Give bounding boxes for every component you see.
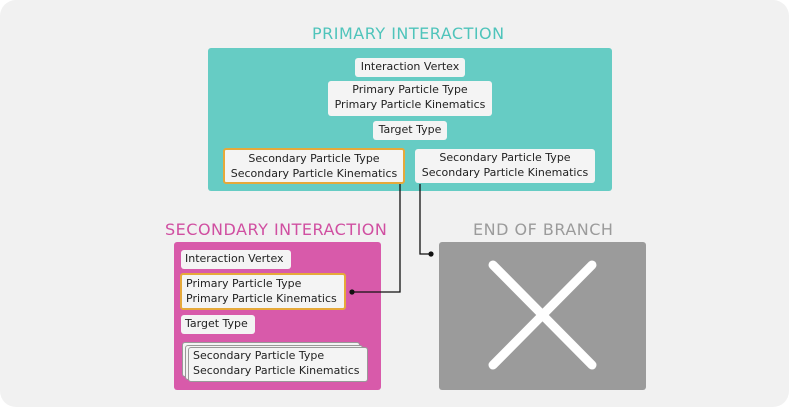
primary-particle-box: Primary Particle Type Primary Particle K…	[328, 81, 492, 116]
secondary-interaction-vertex-label: Interaction Vertex	[185, 252, 284, 265]
end-of-branch-title: END OF BRANCH	[473, 220, 614, 239]
primary-secondary-particle-b: Secondary Particle Type Secondary Partic…	[415, 149, 595, 183]
secondary-stack-kinematics: Secondary Particle Kinematics	[193, 363, 360, 377]
secondary-stack-card-front: Secondary Particle Type Secondary Partic…	[188, 347, 368, 382]
primary-secondary-b-type: Secondary Particle Type	[439, 151, 571, 164]
primary-target-type-label: Target Type	[378, 123, 442, 136]
connector-to-end-of-branch	[419, 184, 434, 257]
secondary-primary-particle-type: Primary Particle Type	[186, 277, 302, 290]
secondary-particle-box: Primary Particle Type Primary Particle K…	[180, 273, 346, 310]
primary-interaction-vertex-label: Interaction Vertex	[360, 60, 460, 73]
primary-secondary-a-kinematics: Secondary Particle Kinematics	[230, 166, 398, 180]
primary-interaction-title: PRIMARY INTERACTION	[312, 24, 505, 43]
secondary-primary-particle-kinematics: Primary Particle Kinematics	[186, 291, 337, 305]
primary-particle-type: Primary Particle Type	[352, 83, 468, 96]
primary-secondary-b-kinematics: Secondary Particle Kinematics	[421, 165, 589, 179]
primary-target-type: Target Type	[373, 121, 447, 140]
primary-interaction-vertex: Interaction Vertex	[355, 58, 465, 77]
primary-secondary-a-type: Secondary Particle Type	[248, 152, 380, 165]
primary-secondary-particle-a: Secondary Particle Type Secondary Partic…	[223, 148, 405, 184]
secondary-interaction-vertex: Interaction Vertex	[181, 250, 291, 269]
secondary-stack-type: Secondary Particle Type	[193, 349, 325, 362]
secondary-target-type: Target Type	[181, 315, 255, 334]
end-of-branch-panel	[439, 242, 646, 390]
primary-particle-kinematics: Primary Particle Kinematics	[334, 97, 486, 111]
secondary-interaction-title: SECONDARY INTERACTION	[165, 220, 388, 239]
secondary-target-type-label: Target Type	[185, 317, 248, 330]
